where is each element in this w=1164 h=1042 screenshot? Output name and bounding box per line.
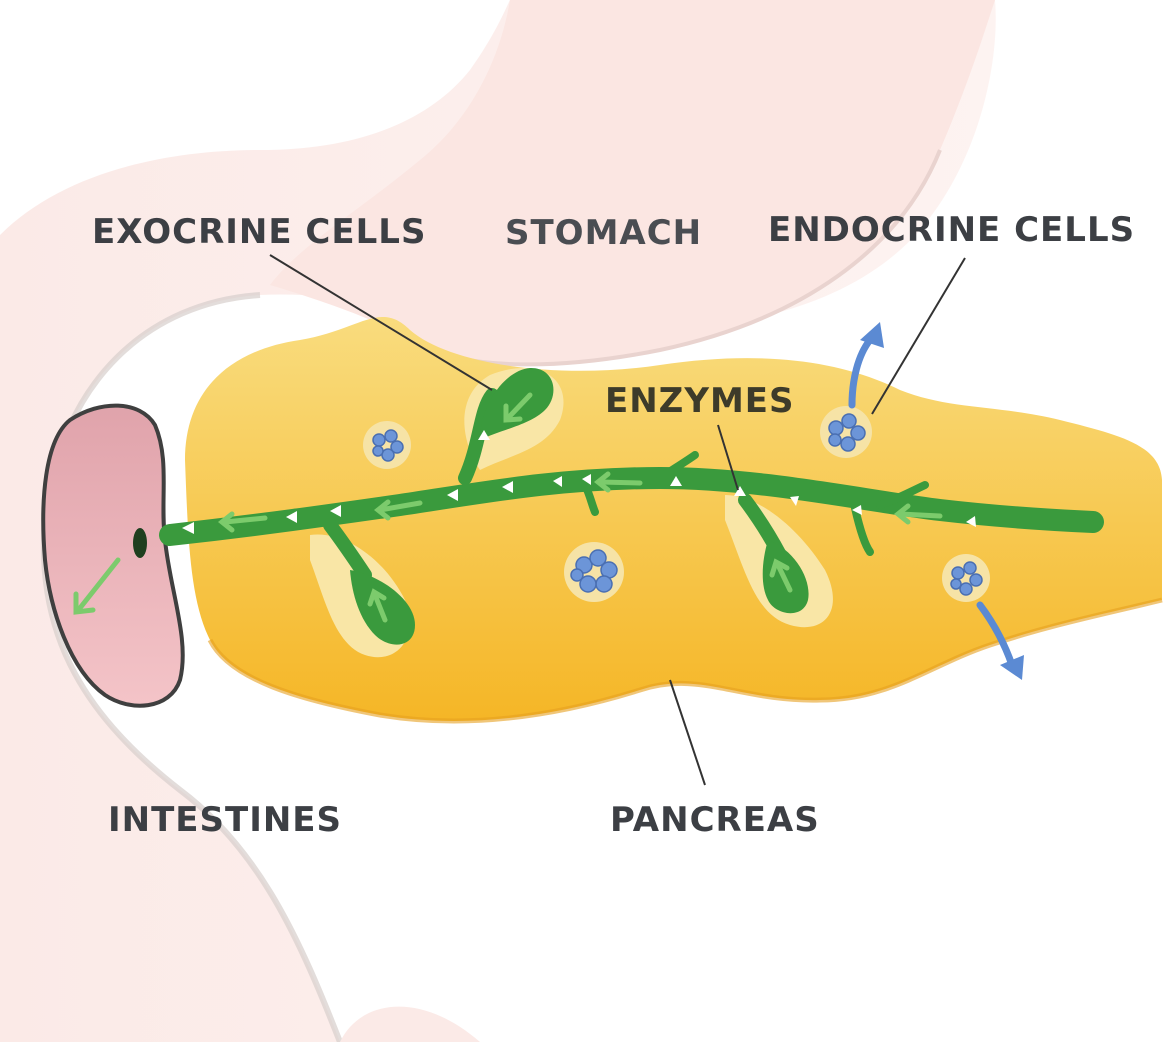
intestine-tube-edge (40, 292, 343, 1042)
label-stomach: STOMACH (505, 213, 703, 253)
label-intestines: INTESTINES (108, 800, 343, 840)
flow-arrow-icon (73, 392, 943, 623)
leader-lines (269, 254, 966, 786)
label-pancreas: PANCREAS (610, 800, 820, 840)
intestine-opening (41, 403, 185, 708)
label-endocrine-cells: ENDOCRINE CELLS (768, 210, 1136, 250)
hormone-arrow-heads (860, 322, 1024, 680)
hormone-arrow-icon (848, 336, 1016, 669)
duct-outlet (133, 528, 147, 558)
stomach-shape (270, 0, 995, 365)
label-enzymes: ENZYMES (605, 381, 795, 421)
triangle-marker-icon (182, 430, 976, 534)
pancreas-shape (185, 317, 1162, 721)
pancreatic-duct (159, 388, 1104, 582)
label-exocrine-cells: EXOCRINE CELLS (92, 212, 427, 252)
intestine-tube-outer (340, 1006, 480, 1042)
islet-cell-icon (363, 406, 990, 602)
